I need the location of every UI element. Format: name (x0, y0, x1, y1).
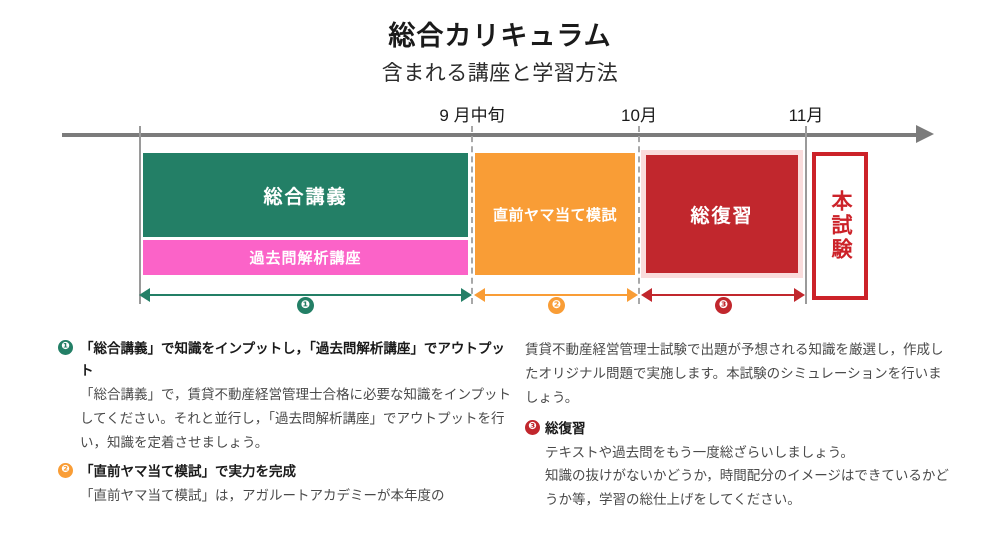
arrow-head-right-icon (461, 288, 472, 302)
page-title: 総合カリキュラム (388, 21, 612, 51)
note-2-body: 「直前ヤマ当て模試」は，アガルートアカデミーが本年度の (80, 487, 445, 503)
bar-kakomon-kaiseki[interactable]: 過去問解析講座 (143, 240, 468, 275)
exam-box-label: 本試験 (829, 190, 853, 262)
note-item-1: ❶ 「総合講義」で知識をインプットし，「過去問解析講座」でアウトプット 「総合講… (58, 338, 513, 455)
note-1-badge: ❶ (58, 340, 73, 355)
bar-label-sofukushu: 総復習 (690, 205, 754, 227)
arrow-head-left-icon (474, 288, 485, 302)
bar-sofukushu-frame: 総復習 (641, 150, 803, 278)
arrow-head-left-icon (139, 288, 150, 302)
note-2-heading: ❷ 「直前ヤマ当て模試」で実力を完成 (58, 461, 513, 483)
note-3-body-line-1: テキストや過去問をもう一度総ざらいしましょう。 (545, 444, 854, 460)
arrow-head-right-icon (794, 288, 805, 302)
guide-line-november (805, 126, 807, 304)
timeline-axis (62, 133, 924, 137)
note-1-body: 「総合講義」で，賃貸不動産経営管理士合格に必要な知識をインプットしてください。そ… (80, 386, 512, 450)
notes-left-column: ❶ 「総合講義」で知識をインプットし，「過去問解析講座」でアウトプット 「総合講… (58, 338, 513, 512)
arrow-line (484, 294, 628, 296)
note-3-heading: ❸ 総復習 (525, 418, 950, 440)
guide-line-september (471, 126, 473, 304)
exam-box[interactable]: 本試験 (812, 152, 868, 300)
bar-sofukushu[interactable]: 総復習 (646, 155, 798, 273)
arrow-head-left-icon (641, 288, 652, 302)
note-item-3: ❸ 総復習 テキストや過去問をもう一度総ざらいしましょう。 知識の抜けがないかど… (525, 418, 950, 512)
bar-chokuzen-moshi[interactable]: 直前ヤマ当て模試 (475, 153, 635, 275)
guide-line-october (638, 126, 640, 304)
note-2-body-continuation: 賃貸不動産経営管理士試験で出題が予想される知識を厳選し，作成したオリジナル問題で… (525, 342, 944, 406)
measure-arrow-3 (641, 288, 805, 302)
axis-label-october: 10月 (621, 106, 657, 125)
note-3-heading-text: 総復習 (545, 421, 586, 437)
note-2-heading-text: 「直前ヤマ当て模試」で実力を完成 (80, 463, 296, 479)
note-3-badge: ❸ (525, 420, 540, 436)
bar-label-chokuzen-moshi: 直前ヤマ当て模試 (492, 206, 617, 224)
note-1-heading-text: 「総合講義」で知識をインプットし，「過去問解析講座」でアウトプット (80, 341, 505, 378)
measure-arrow-1 (139, 288, 472, 302)
bar-label-kakomon-kaiseki: 過去問解析講座 (249, 250, 362, 267)
arrow-line (651, 294, 795, 296)
axis-label-november: 11月 (788, 106, 824, 125)
note-3-body-line-2: 知識の抜けがないかどうか，時間配分のイメージはできているかどうか等，学習の総仕上… (545, 467, 949, 507)
arrow-line (149, 294, 462, 296)
page-subtitle: 含まれる講座と学習方法 (381, 62, 619, 85)
bar-label-sogo-kogi: 総合講義 (263, 186, 348, 208)
measure-badge-1: ❶ (297, 297, 314, 314)
measure-badge-3: ❸ (715, 297, 732, 314)
note-2-badge: ❷ (58, 462, 73, 478)
note-item-2: ❷ 「直前ヤマ当て模試」で実力を完成 「直前ヤマ当て模試」は，アガルートアカデミ… (58, 461, 513, 508)
notes-right-column: 賃貸不動産経営管理士試験で出題が予想される知識を厳選し，作成したオリジナル問題で… (525, 338, 950, 516)
guide-line-start (139, 126, 141, 304)
note-1-heading: ❶ 「総合講義」で知識をインプットし，「過去問解析講座」でアウトプット (58, 338, 513, 382)
bar-sogo-kogi[interactable]: 総合講義 (143, 153, 468, 237)
measure-arrow-2 (474, 288, 638, 302)
arrow-head-right-icon (627, 288, 638, 302)
timeline-arrow-icon (916, 125, 934, 143)
measure-badge-2: ❷ (548, 297, 565, 314)
axis-label-mid-september: 9 月中旬 (439, 106, 505, 125)
